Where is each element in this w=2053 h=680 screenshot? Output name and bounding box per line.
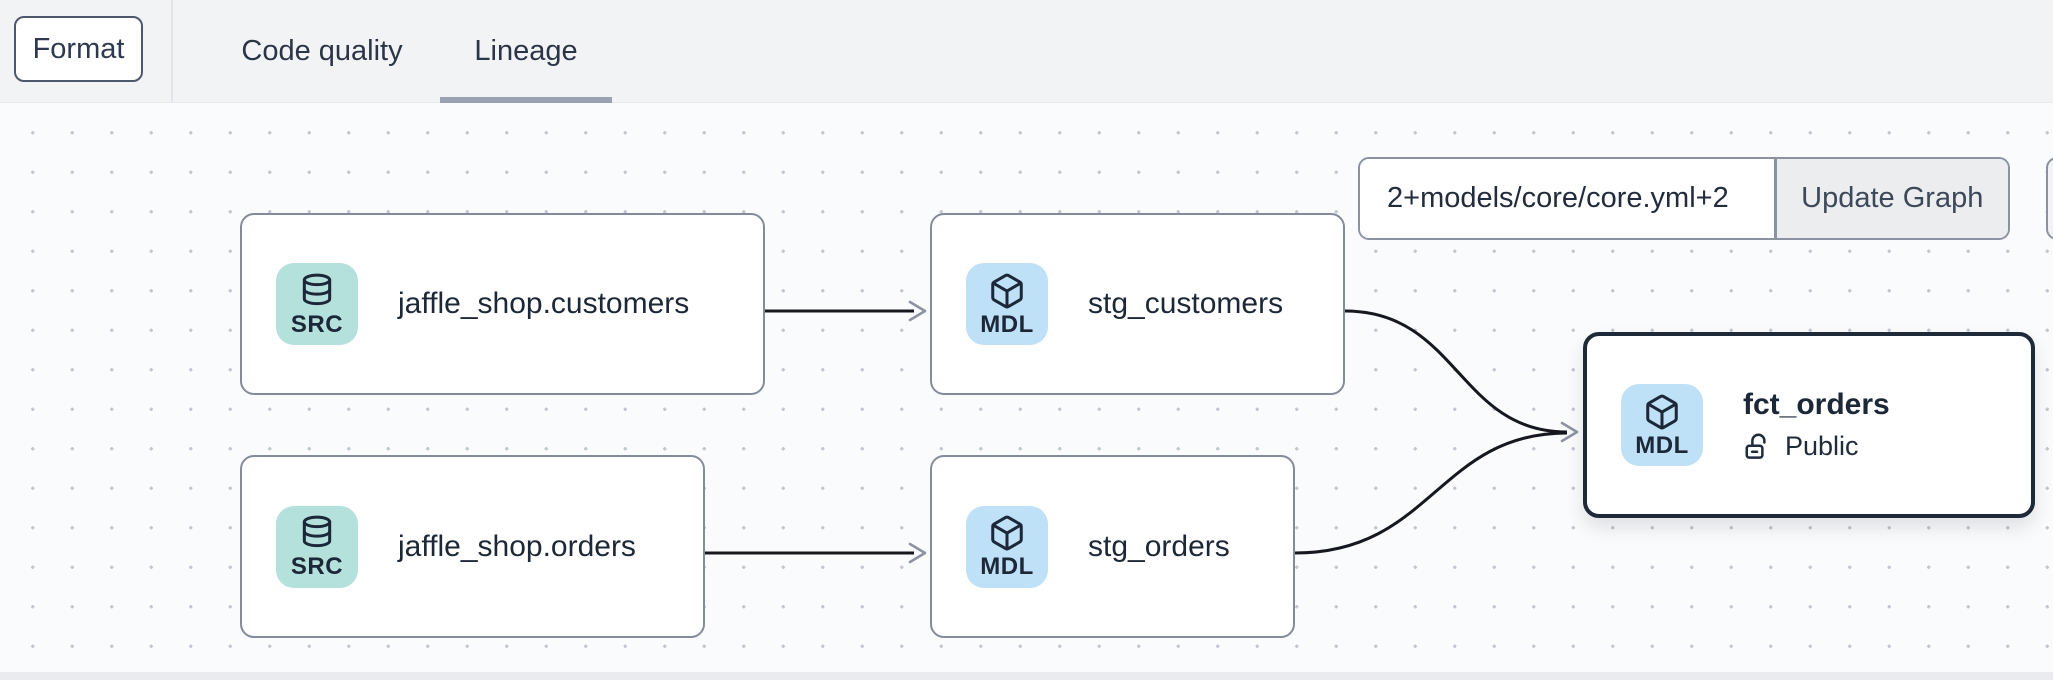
model-badge: MDL xyxy=(1621,384,1703,466)
access-row: Public xyxy=(1743,431,1890,462)
lineage-node-jaffle-shop-orders[interactable]: SRC jaffle_shop.orders xyxy=(240,455,705,638)
source-badge: SRC xyxy=(276,263,358,345)
tab-code-quality-label: Code quality xyxy=(241,35,403,67)
editor-topbar: Format Code quality Lineage xyxy=(0,0,2053,103)
lineage-node-stg-orders[interactable]: MDL stg_orders xyxy=(930,455,1295,638)
update-graph-button[interactable]: Update Graph xyxy=(1776,159,2008,238)
cube-icon xyxy=(988,514,1026,552)
tab-code-quality[interactable]: Code quality xyxy=(232,0,412,103)
resource-type-label: SRC xyxy=(290,553,344,580)
tab-lineage-label: Lineage xyxy=(474,35,578,67)
graph-selector-group: Update Graph xyxy=(1358,157,2010,240)
clipped-edge-button[interactable] xyxy=(2046,157,2053,240)
resource-type-label: MDL xyxy=(980,310,1034,338)
access-label: Public xyxy=(1785,431,1859,461)
format-button[interactable]: Format xyxy=(14,16,143,82)
cube-icon xyxy=(988,272,1026,310)
controls-divider xyxy=(1774,159,1777,238)
lineage-node-fct-orders[interactable]: MDL fct_orders Public xyxy=(1583,332,2035,518)
resource-type-label: SRC xyxy=(290,310,344,338)
cube-icon xyxy=(1643,393,1681,431)
resource-type-label: MDL xyxy=(1635,431,1689,459)
source-badge: SRC xyxy=(276,505,358,588)
lineage-node-jaffle-shop-customers[interactable]: SRC jaffle_shop.customers xyxy=(240,213,765,395)
lineage-node-stg-customers[interactable]: MDL stg_customers xyxy=(930,213,1345,395)
database-icon xyxy=(298,514,336,552)
resource-type-label: MDL xyxy=(980,553,1034,580)
unlock-icon xyxy=(1743,432,1773,462)
node-label: fct_orders xyxy=(1743,388,1890,421)
tab-lineage[interactable]: Lineage xyxy=(440,0,612,103)
model-badge: MDL xyxy=(966,263,1048,345)
active-tab-underline xyxy=(440,97,612,103)
model-badge: MDL xyxy=(966,505,1048,588)
topbar-divider xyxy=(171,0,173,102)
node-label: jaffle_shop.orders xyxy=(398,529,636,563)
database-icon xyxy=(298,272,336,310)
node-label: stg_orders xyxy=(1088,529,1230,563)
node-label: jaffle_shop.customers xyxy=(398,287,690,320)
bottom-strip xyxy=(0,672,2053,680)
node-label: stg_customers xyxy=(1088,287,1284,320)
graph-selector-input[interactable] xyxy=(1360,159,1774,238)
